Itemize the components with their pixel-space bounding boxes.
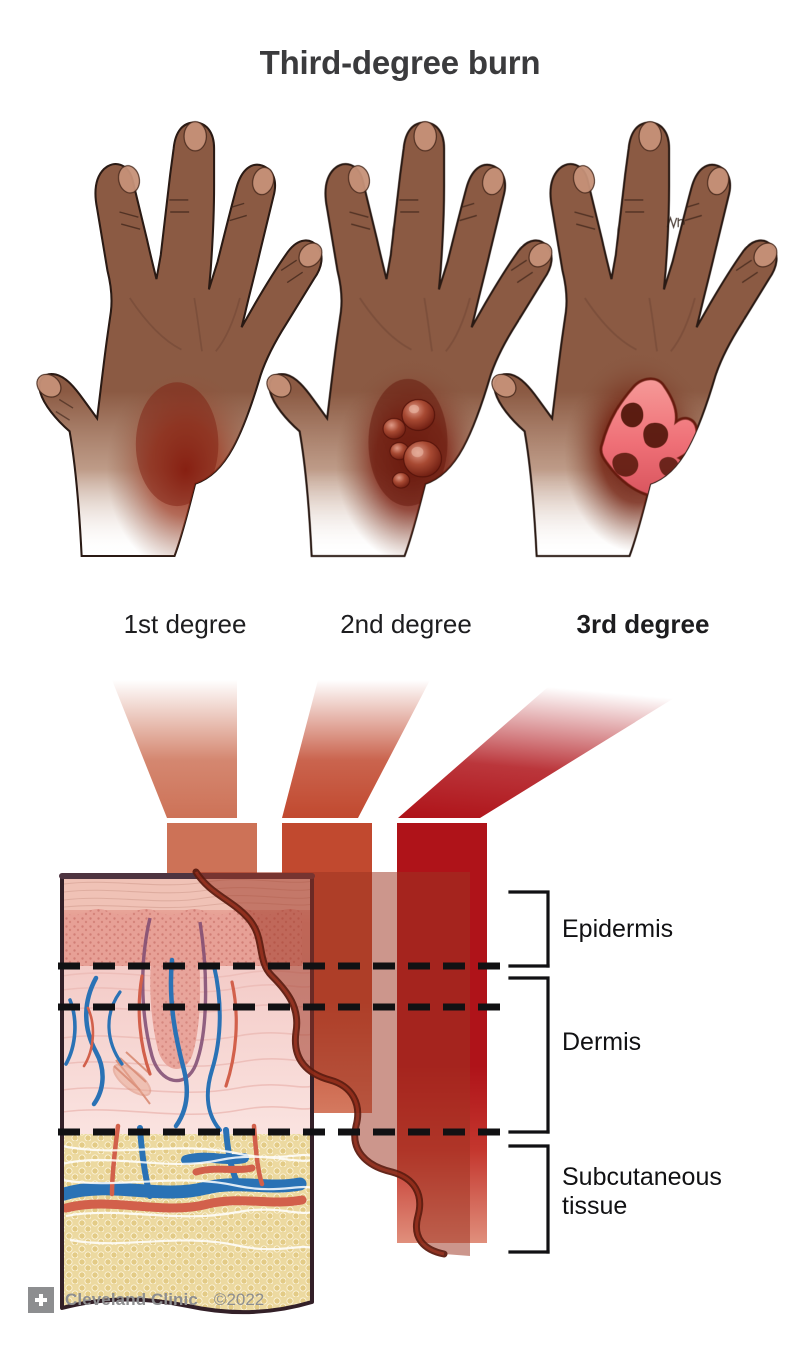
funnel-first-degree (112, 680, 237, 818)
hand-label-second-degree: 2nd degree (340, 609, 472, 639)
layer-boundary-lines (58, 962, 512, 1136)
fingernails (491, 121, 778, 398)
layer-label-epidermis: Epidermis (562, 915, 674, 943)
page-title: Third-degree burn (259, 44, 541, 81)
fingernails (266, 121, 553, 398)
artist-signature (666, 215, 685, 230)
hand-label-first-degree: 1st degree (123, 609, 247, 639)
hands-illustration-group (36, 121, 778, 558)
hand-second-degree (266, 121, 553, 558)
layer-label-dermis: Dermis (562, 1028, 642, 1056)
funnel-second-degree (282, 680, 430, 818)
layer-brackets (508, 890, 550, 1254)
bracket-subcutaneous-top (508, 1144, 550, 1254)
brand-name: Cleveland Clinic (65, 1290, 198, 1309)
layer-label-subcutaneous-tissue: Subcutaneous tissue (562, 1163, 722, 1220)
funnel-connectors (112, 680, 700, 818)
copyright-text: ©2022 (213, 1290, 265, 1309)
blisters (382, 398, 443, 489)
footer: Cleveland Clinic ©2022 (28, 1287, 264, 1313)
cleveland-clinic-logo-icon (28, 1287, 54, 1313)
skin-cross-section-diagram (58, 680, 700, 1315)
hand-third-degree (491, 121, 778, 558)
open-wound (599, 377, 699, 498)
hand-first-degree (36, 121, 323, 558)
burn-damage-overlay (192, 868, 470, 1258)
hand-label-third-degree: 3rd degree (576, 609, 710, 639)
bracket-dermis-top (508, 976, 550, 1134)
funnel-third-degree (398, 680, 700, 818)
bracket-epidermis-top (508, 890, 550, 968)
fingernails (36, 121, 323, 398)
